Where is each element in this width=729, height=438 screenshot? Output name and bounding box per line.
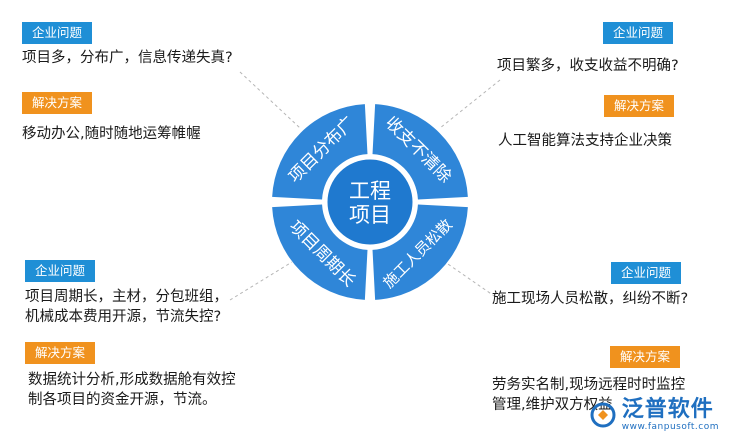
solution-text-bottom-right-line2: 管理,维护双方权益 [492,397,613,413]
connector-top-right [439,79,501,129]
problem-text-top-left: 项目多，分布广，信息传递失真? [22,50,233,66]
problem-tag-bottom-right: 企业问题 [611,262,682,284]
center-title-line2: 项目 [349,203,391,227]
problem-text-bottom-left-line2: 机械成本费用开源，节流失控? [25,309,222,325]
connector-bottom-right [444,261,501,301]
brand-logo-icon [590,402,616,428]
center-circle [324,156,416,248]
problem-tag-top-right: 企业问题 [603,22,674,44]
problem-tag-top-left: 企业问题 [22,22,93,44]
watermark-name: 泛普软件 [621,397,714,422]
connector-top-left [239,71,301,129]
solution-tag-bottom-left: 解决方案 [25,342,96,364]
solution-text-bottom-right-line1: 劳务实名制,现场远程时时监控 [492,377,686,393]
problem-text-bottom-right: 施工现场人员松散，纠纷不断? [492,291,689,307]
center-title-line1: 工程 [349,179,391,203]
ring-segment-bottom-left [272,204,368,300]
solution-text-top-right: 人工智能算法支持企业决策 [498,133,672,149]
problem-text-top-right: 项目繁多，收支收益不明确? [497,58,679,74]
problem-text-bottom-left-line1: 项目周期长，主材，分包班组， [25,289,228,305]
solution-text-bottom-left-line2: 制各项目的资金开源，节流。 [28,392,217,408]
solution-text-bottom-left-line1: 数据统计分析,形成数据舱有效控 [28,372,236,388]
solution-text-top-left: 移动办公,随时随地运筹帷幄 [22,126,201,142]
solution-tag-top-left: 解决方案 [22,92,93,114]
ring-segment-top-left [272,104,368,200]
watermark: 泛普软件 www.fanpusoft.com [590,398,719,432]
ring-segments [272,104,468,300]
ring-segment-top-right [372,104,468,200]
ring-segment-bottom-right [372,204,468,300]
solution-tag-top-right: 解决方案 [604,95,675,117]
solution-tag-bottom-right: 解决方案 [610,346,681,368]
connector-bottom-left [229,261,293,301]
problem-tag-bottom-left: 企业问题 [25,260,96,282]
watermark-url: www.fanpusoft.com [621,422,719,432]
